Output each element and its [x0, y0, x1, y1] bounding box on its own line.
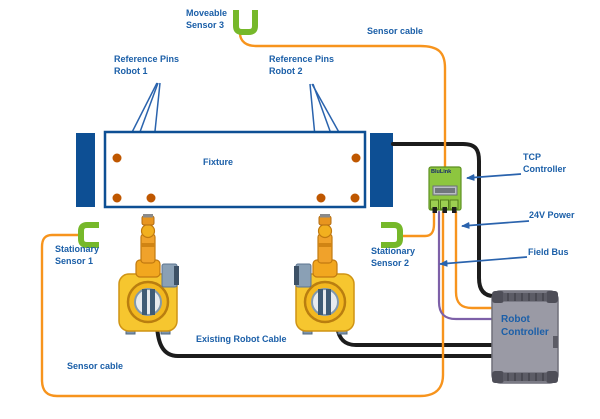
field-bus-arrow [439, 256, 528, 267]
device-brand-label: BluLink [431, 169, 452, 175]
reference-pin [351, 153, 361, 163]
fixture-body [103, 130, 367, 209]
existing-robot-cable-label: Existing Robot Cable [196, 334, 287, 344]
reference-pins-robot1-label: Reference Pins Robot 1 [114, 54, 180, 76]
fixture-left-mount [76, 133, 95, 207]
fixture-signal-cable [391, 142, 498, 298]
reference-pins-robot2-label: Reference Pins Robot 2 [269, 54, 335, 76]
24v-power-arrow [461, 220, 530, 229]
robot-controller-label: Robot Controller [501, 314, 549, 338]
stationary-sensor1-label: Stationary Sensor 1 [55, 244, 100, 266]
stationary-sensor2-cable [400, 210, 436, 238]
tcp-controller-arrow [466, 173, 522, 181]
stationary-sensor1-bracket [78, 222, 99, 248]
moveable-sensor-cable [238, 31, 447, 170]
field-bus-label: Field Bus [528, 247, 569, 257]
tcp-controller-label: TCP Controller [523, 152, 567, 174]
robot-controller-box [491, 290, 559, 384]
stationary-sensor2-label: Stationary Sensor 2 [371, 246, 416, 268]
reference-pin [350, 193, 360, 203]
moveable-sensor3-bracket [233, 10, 258, 35]
robot-2 [292, 212, 356, 336]
reference-pin [112, 153, 122, 163]
robot-1 [117, 212, 181, 336]
sensor-cable-top-label: Sensor cable [367, 26, 424, 36]
reference-pin [146, 193, 156, 203]
24v-power-label: 24V Power [529, 210, 575, 220]
tcp-controller-device [428, 166, 462, 213]
robot2-existing-cable [335, 324, 496, 347]
sensor-cable-bottom-label: Sensor cable [67, 361, 124, 371]
stationary-sensor1-cable [40, 210, 445, 398]
reference-pin [316, 193, 326, 203]
field-bus-cable [437, 210, 496, 321]
24v-power-cable [454, 210, 496, 310]
fixture-label: Fixture [203, 157, 234, 167]
fixture-right-mount [370, 133, 393, 207]
moveable-sensor3-label: Moveable Sensor 3 [186, 8, 228, 30]
stationary-sensor2-bracket [381, 222, 403, 248]
reference-pin [112, 193, 122, 203]
